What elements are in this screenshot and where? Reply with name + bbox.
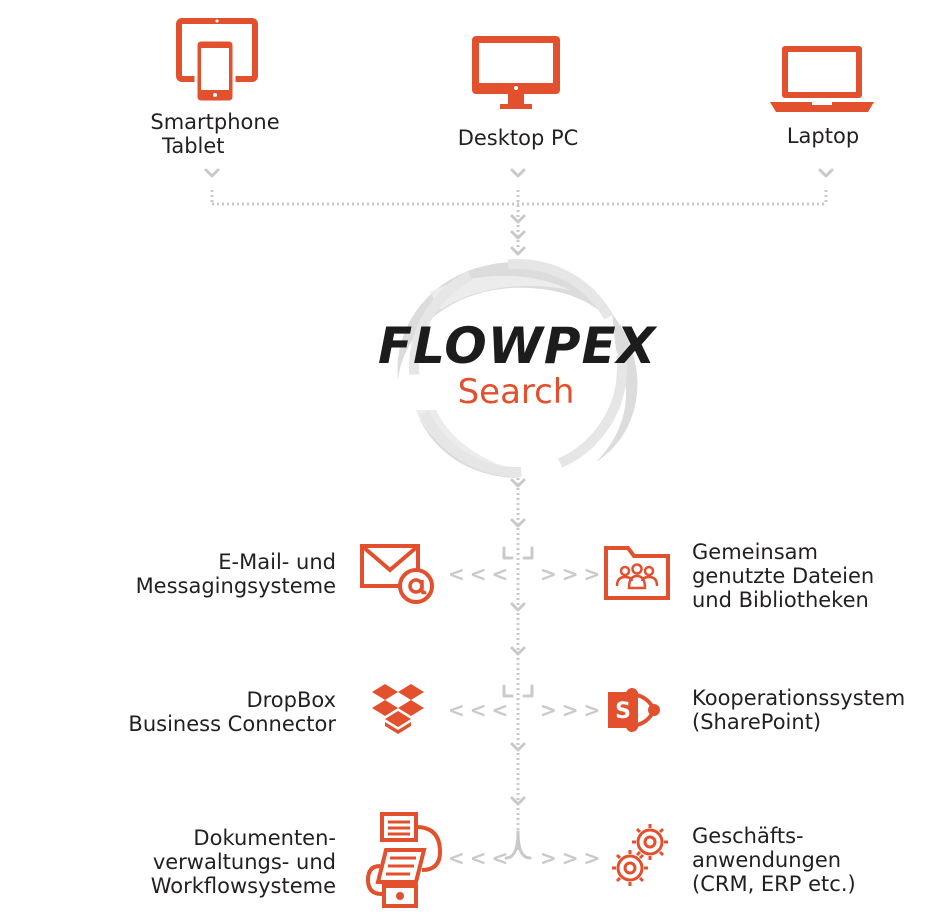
arrow-right: >>>	[540, 846, 606, 870]
source-label-line: DropBox	[246, 688, 336, 712]
source-label-line: Messagingsysteme	[135, 574, 336, 598]
source-label-line: Kooperationssystem	[692, 686, 906, 710]
svg-text:S: S	[615, 699, 631, 724]
arrow-left: <<<	[448, 846, 514, 870]
desktop-pc-icon	[472, 36, 560, 109]
source-label-line: Gemeinsam	[692, 540, 818, 564]
source-label-line: Workflowsysteme	[150, 874, 336, 898]
arrow-left: <<<	[448, 698, 514, 722]
tablet-smartphone-icon	[176, 18, 258, 104]
source-label-line: Geschäfts-	[692, 824, 804, 848]
source-label-line: (CRM, ERP etc.)	[692, 872, 856, 896]
workflow-documents-icon	[365, 812, 443, 908]
brand-name: FLOWPEX	[378, 317, 657, 375]
source-label-line: (SharePoint)	[692, 710, 822, 734]
arrow-right: >>>	[540, 562, 606, 586]
source-label-workflow: Dokumenten- verwaltungs- und Workflowsys…	[106, 826, 336, 898]
source-label-line: Dokumenten-	[193, 826, 336, 850]
device-label-smartphone-tablet: Smartphone Tablet	[140, 110, 290, 158]
shared-folder-icon	[604, 546, 670, 600]
source-label-dropbox: DropBox Business Connector	[106, 688, 336, 736]
source-label-email: E-Mail- und Messagingsysteme	[106, 550, 336, 598]
dropbox-icon	[372, 684, 424, 734]
device-label-desktop: Desktop PC	[457, 126, 579, 150]
source-label-sharepoint: Kooperationssystem (SharePoint)	[692, 686, 932, 734]
source-label-line: und Bibliotheken	[692, 588, 869, 612]
source-label-business-apps: Geschäfts- anwendungen (CRM, ERP etc.)	[692, 824, 932, 896]
brand-product: Search	[457, 372, 575, 412]
source-label-line: verwaltungs- und	[152, 850, 336, 874]
source-label-shared-files: Gemeinsam genutzte Dateien und Bibliothe…	[692, 540, 932, 612]
laptop-icon	[770, 46, 874, 112]
gears-icon	[612, 824, 668, 886]
arrow-right: >>>	[540, 698, 606, 722]
device-label-laptop: Laptop	[786, 124, 860, 148]
source-label-line: anwendungen	[692, 848, 842, 872]
device-label-line: Tablet	[162, 134, 225, 158]
arrow-left: <<<	[448, 562, 514, 586]
email-icon	[360, 544, 434, 604]
sharepoint-icon: S	[608, 688, 660, 732]
device-label-line: Smartphone	[150, 110, 280, 134]
source-label-line: genutzte Dateien	[692, 564, 875, 588]
source-label-line: E-Mail- und	[218, 550, 336, 574]
source-label-line: Business Connector	[128, 712, 336, 736]
